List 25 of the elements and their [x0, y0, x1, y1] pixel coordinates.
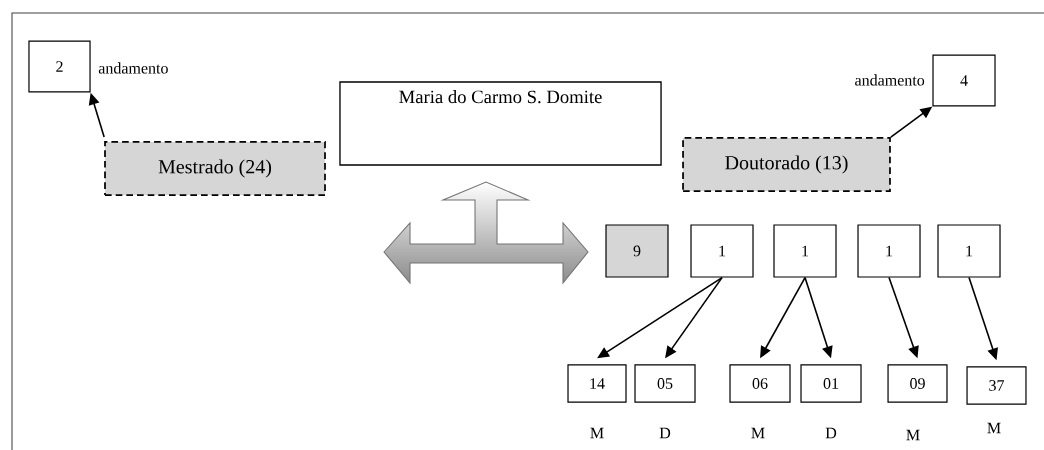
number-box: 06	[729, 364, 791, 403]
arrow	[597, 276, 723, 359]
number-box: 1	[773, 224, 837, 278]
number-box: 1	[690, 224, 754, 278]
name-box: Maria do Carmo S. Domite	[339, 81, 662, 166]
number-box: 14	[567, 364, 627, 403]
side-note: andamento	[855, 74, 925, 86]
category-box: Mestrado (24)	[104, 141, 326, 196]
type-letter: M	[751, 427, 765, 439]
number-box: 09	[887, 364, 948, 403]
category-box: Doutorado (13)	[682, 137, 891, 192]
number-box: 9	[605, 224, 669, 278]
number-box: 05	[634, 364, 696, 403]
type-letter: M	[590, 427, 604, 439]
type-letter: M	[906, 429, 920, 441]
side-note: andamento	[98, 62, 168, 74]
number-box: 2	[28, 40, 91, 93]
type-letter: M	[987, 422, 1001, 434]
number-box: 4	[932, 54, 996, 107]
type-letter: D	[825, 427, 837, 439]
type-letter: D	[659, 427, 671, 439]
number-box: 37	[966, 366, 1027, 405]
number-box: 01	[800, 364, 862, 403]
number-box: 1	[857, 224, 921, 278]
number-box: 1	[937, 224, 1001, 278]
